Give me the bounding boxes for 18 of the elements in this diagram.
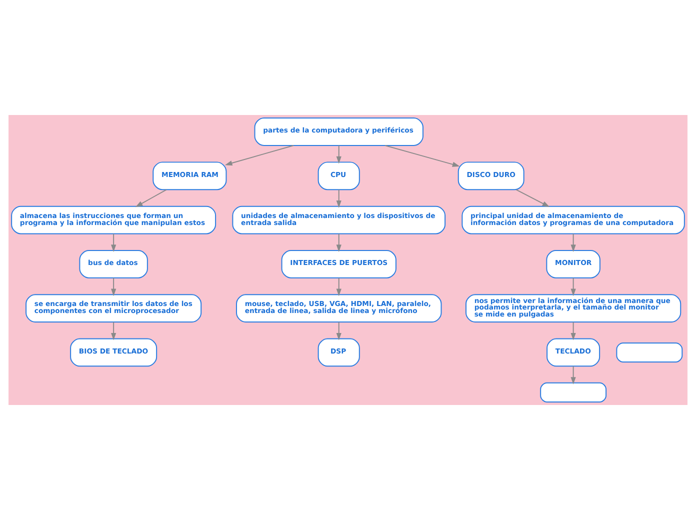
arrow [336, 233, 342, 252]
arrow [336, 189, 342, 208]
arrow [570, 233, 576, 252]
arrow [336, 145, 342, 164]
arrow [516, 189, 550, 208]
node-box [540, 382, 607, 402]
arrow [384, 144, 460, 167]
arrow [336, 277, 342, 296]
node-box [616, 342, 683, 362]
arrow [224, 144, 294, 166]
arrow [570, 277, 576, 296]
arrow [111, 233, 116, 252]
arrow [135, 189, 167, 208]
arrow [336, 322, 342, 340]
arrow [570, 322, 576, 340]
arrow [111, 322, 116, 340]
arrow [111, 277, 116, 296]
arrow [570, 366, 576, 384]
